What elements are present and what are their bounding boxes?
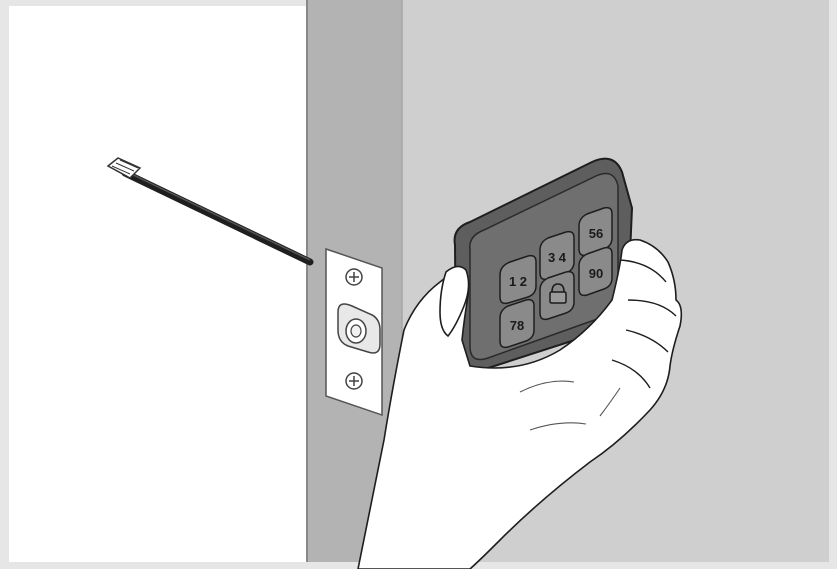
key-12-label: 1 2: [509, 274, 527, 289]
key-34-label: 3 4: [548, 250, 567, 265]
key-90-label: 90: [589, 266, 603, 281]
key-78-label: 78: [510, 318, 524, 333]
key-56-label: 56: [589, 226, 603, 241]
screw-bottom-icon: [346, 373, 362, 389]
strike-plate: [326, 249, 382, 415]
door-opening: [9, 6, 307, 569]
screw-top-icon: [346, 269, 362, 285]
frame-right: [829, 0, 837, 569]
